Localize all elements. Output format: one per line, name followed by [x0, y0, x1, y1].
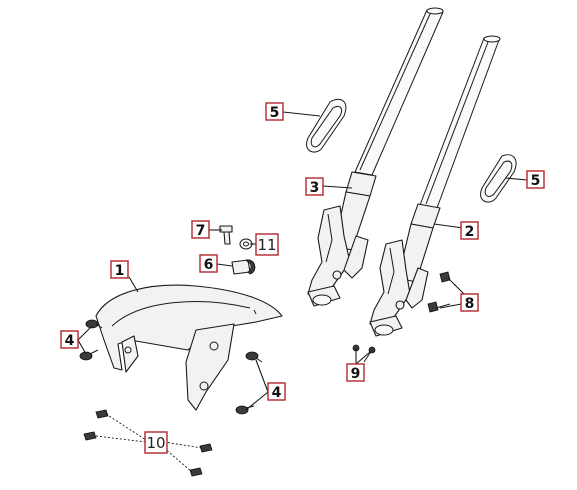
callout-4-right-label: 4: [272, 385, 282, 401]
callout-4-left: 4: [60, 330, 79, 349]
callout-5-left: 5: [265, 102, 284, 121]
callout-10-label: 10: [146, 434, 165, 452]
callout-5-right: 5: [526, 170, 545, 189]
callout-11: 11: [255, 233, 279, 256]
fork-leg-right: [369, 35, 501, 337]
callout-5-left-label: 5: [270, 105, 280, 121]
fork-leg-left: [307, 7, 444, 307]
callout-7-label: 7: [196, 223, 206, 239]
callout-1: 1: [110, 260, 129, 279]
callout-8: 8: [460, 293, 479, 312]
callout-6: 6: [199, 254, 218, 273]
callout-4-right: 4: [267, 382, 286, 401]
front-fender: [95, 284, 283, 411]
screws-item-10: [83, 409, 213, 477]
callout-2-label: 2: [465, 224, 475, 240]
bolts-item-8: [427, 271, 457, 313]
callout-2: 2: [460, 221, 479, 240]
clamp-item-6: [231, 259, 256, 275]
callout-4-left-label: 4: [65, 333, 75, 349]
callout-3: 3: [305, 177, 324, 196]
washer-item-11: [239, 238, 253, 250]
callout-11-label: 11: [257, 236, 276, 254]
callout-9-label: 9: [351, 366, 361, 382]
bolt-item-7: [219, 225, 233, 245]
fork-seal-ring-right: [480, 154, 517, 203]
callout-10: 10: [144, 431, 168, 454]
callout-1-label: 1: [115, 263, 125, 279]
fork-seal-ring-left: [306, 98, 347, 153]
callout-9: 9: [346, 363, 365, 382]
callout-3-label: 3: [310, 180, 320, 196]
callout-5-right-label: 5: [531, 173, 541, 189]
callout-8-label: 8: [465, 296, 475, 312]
screws-item-4-right: [235, 351, 263, 415]
callout-6-label: 6: [204, 257, 214, 273]
callout-7: 7: [191, 220, 210, 239]
screws-item-4-left: [79, 319, 103, 361]
